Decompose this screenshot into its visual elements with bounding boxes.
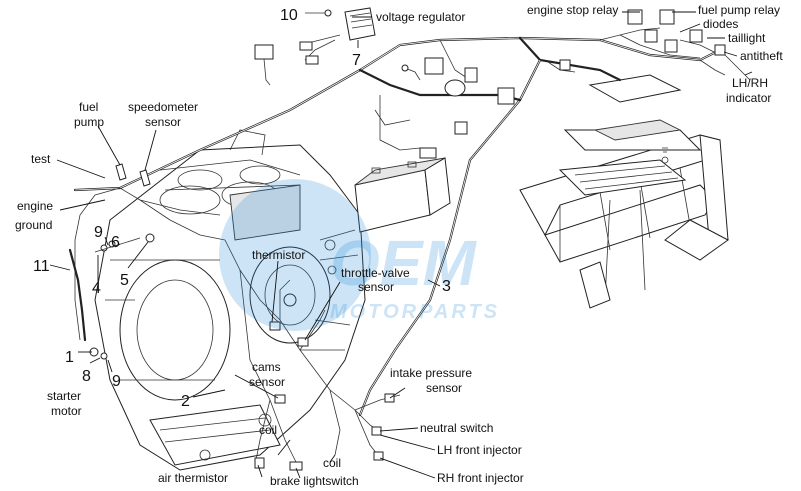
watermark-logo: OEM [330,227,477,299]
label-neutral-switch: neutral switch [420,421,493,435]
callout-6: 6 [111,234,120,251]
label-cams-2: sensor [249,375,285,389]
callout-2: 2 [181,393,190,410]
rear-subframe [519,74,729,309]
label-intake-1: intake pressure [390,366,472,380]
label-fuel-pump-1: fuel [79,100,98,114]
label-speedometer-2: sensor [145,115,181,129]
label-taillight: taillight [728,31,766,45]
label-thermistor: thermistor [252,248,305,262]
callout-1: 1 [65,349,74,366]
label-rh-front-injector: RH front injector [437,471,524,485]
callout-8: 8 [82,368,91,385]
label-voltage-regulator: voltage regulator [376,10,465,24]
label-starter-2: motor [51,404,82,418]
callout-9-lower: 9 [112,373,121,390]
callout-7: 7 [352,52,361,69]
components [68,7,751,471]
label-coil-lower: coil [323,456,341,470]
label-fuel-pump-2: pump [74,115,104,129]
callout-4: 4 [92,280,101,297]
label-test: test [31,152,51,166]
label-diodes: diodes [703,17,738,31]
label-lh-front-injector: LH front injector [437,443,522,457]
callout-5: 5 [120,272,129,289]
callout-11: 11 [33,258,50,275]
wiring-harness [73,27,726,471]
label-fuel-pump-relay: fuel pump relay [698,3,780,17]
label-engine-ground-1: engine [17,199,53,213]
callout-9-upper: 9 [94,224,103,241]
callout-3: 3 [442,278,451,295]
label-engine-stop-relay: engine stop relay [527,3,618,17]
engine-block [94,129,366,471]
label-engine-ground-2: ground [15,218,52,232]
label-throttle-valve-2: sensor [358,280,394,294]
label-throttle-valve-1: throttle-valve [341,266,410,280]
label-coil-upper: coil [259,423,277,437]
label-intake-2: sensor [426,381,462,395]
label-lh-rh-indicator-2: indicator [726,91,771,105]
label-lh-rh-indicator-1: LH/RH [732,76,768,90]
watermark-text: MOTORPARTS [330,301,500,323]
label-brake-lightswitch: brake lightswitch [270,474,359,488]
label-antitheft: antitheft [740,49,783,63]
label-starter-1: starter [47,389,81,403]
label-speedometer-1: speedometer [128,100,198,114]
leader-lines [49,11,753,479]
labels: 10 voltage regulator 7 engine stop relay… [15,3,783,488]
label-air-thermistor: air thermistor [158,471,228,485]
label-cams-1: cams [252,360,281,374]
callout-10: 10 [280,7,298,24]
watermark: OEM MOTORPARTS [219,179,500,331]
battery [354,157,451,233]
